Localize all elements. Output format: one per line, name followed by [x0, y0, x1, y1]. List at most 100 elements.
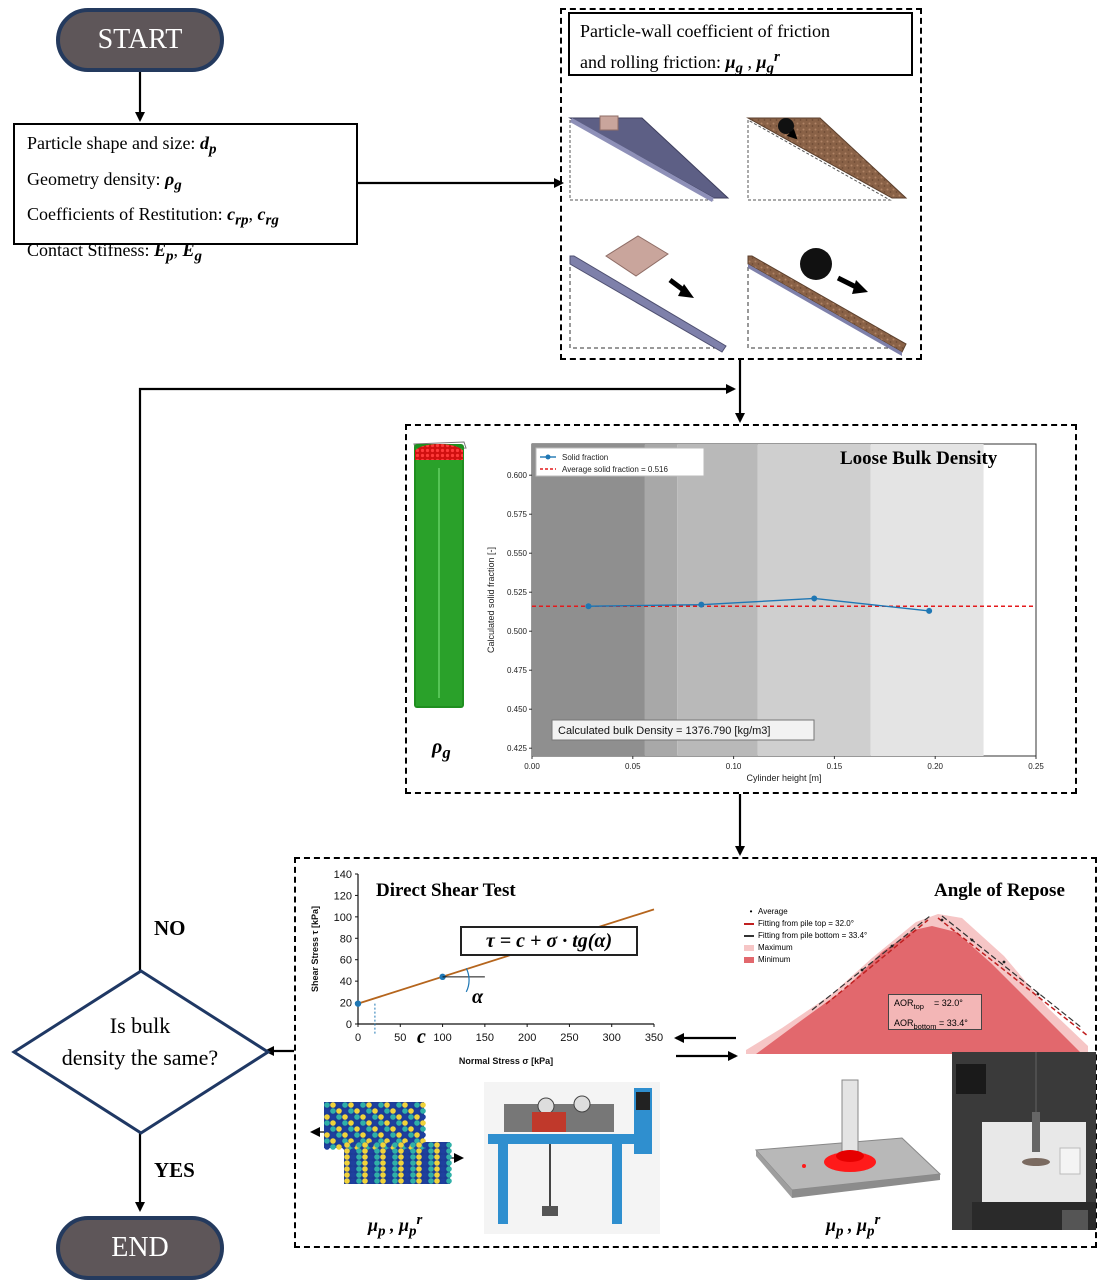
bulk-density-panel	[405, 424, 1077, 794]
shear-x-tick-label: 350	[645, 1032, 663, 1044]
shear-y-tick-label: 140	[334, 869, 352, 881]
particle-shear-simulation	[310, 1102, 464, 1184]
density-data-point	[811, 595, 818, 602]
density-legend-box	[535, 447, 705, 477]
density-y-tick-label: 0.525	[507, 588, 528, 597]
density-y-tick-label: 0.575	[507, 510, 528, 519]
repose-apparatus-photo	[952, 1052, 1096, 1230]
start-terminal: START	[56, 8, 224, 72]
density-title: Loose Bulk Density	[840, 448, 998, 469]
param-geometry-density: Geometry density: ρg	[27, 168, 182, 194]
rho-g-label: ρg	[432, 736, 451, 762]
repose-title: Angle of Repose	[934, 880, 1065, 901]
shear-x-tick-label: 100	[433, 1032, 451, 1044]
shear-equation: τ = c + σ · tg(α)	[485, 930, 613, 952]
legend-fit-top: Fitting from pile top = 32.0°	[744, 918, 867, 930]
legend-maximum: Maximum	[744, 942, 867, 954]
shear-y-axis-label: Shear Stress τ [kPa]	[310, 906, 320, 992]
param-stiffness: Contact Stifness: Ep, Eg	[27, 239, 203, 265]
density-y-tick-label: 0.500	[507, 627, 528, 636]
density-legend-series: Solid fraction	[562, 453, 608, 462]
shear-y-tick-label: 40	[340, 976, 352, 988]
aor-values-box: AORtop = 32.0° AORbottom = 33.4°	[888, 994, 982, 1031]
alpha-label: α	[472, 986, 484, 1008]
shear-apparatus-photo	[484, 1082, 660, 1234]
shear-title: Direct Shear Test	[376, 880, 516, 901]
density-x-axis-label: Cylinder height [m]	[746, 773, 821, 783]
shear-mu-label: μp , μpr	[368, 1212, 423, 1240]
density-annotation-box	[551, 719, 815, 741]
density-shaded-band-2	[677, 444, 758, 756]
end-terminal: END	[56, 1216, 224, 1280]
shear-y-tick-label: 120	[334, 890, 352, 902]
shear-x-tick-label: 50	[394, 1032, 406, 1044]
aor-bottom: AORbottom = 33.4°	[894, 1017, 968, 1031]
density-x-tick-label: 0.00	[524, 762, 540, 771]
density-y-tick-label: 0.475	[507, 666, 528, 675]
density-y-tick-label: 0.425	[507, 744, 528, 753]
aor-top: AORtop = 32.0°	[894, 998, 963, 1011]
density-y-tick-label: 0.450	[507, 705, 528, 714]
repose-pile-simulation	[754, 1079, 942, 1198]
input-parameters-box: Particle shape and size: dp Geometry den…	[13, 123, 358, 264]
density-x-tick-label: 0.15	[827, 762, 843, 771]
density-y-axis-label: Calculated solid fraction [-]	[486, 547, 496, 653]
c-label: c	[417, 1026, 426, 1048]
legend-minimum: Minimum	[744, 954, 867, 966]
repose-pile-chart	[746, 914, 1089, 1054]
arrow-no-loop	[138, 384, 736, 975]
friction-title-line1: Particle-wall coefficient of friction	[580, 21, 831, 41]
repose-legend: •Average Fitting from pile top = 32.0° F…	[744, 906, 867, 966]
friction-illustrations	[568, 115, 908, 356]
density-chart: 0.00 0.05 0.10 0.15 0.20 0.25 0.425 0.450 0.475 0…	[486, 443, 1044, 783]
density-shaded-band-0	[532, 444, 645, 756]
shear-data-point	[354, 1000, 362, 1007]
density-legend-average: Average solid fraction = 0.516	[562, 465, 668, 474]
density-shaded-band-1	[644, 444, 678, 756]
shear-x-tick-label: 200	[518, 1032, 536, 1044]
shear-x-tick-label: 150	[476, 1032, 494, 1044]
friction-title-line2: and rolling friction: μg , μgr	[580, 49, 780, 77]
shear-repose-panel	[294, 857, 1097, 1248]
legend-average: •Average	[749, 907, 788, 916]
end-label: END	[111, 1232, 169, 1263]
shear-y-tick-label: 100	[334, 912, 352, 924]
density-x-tick-label: 0.05	[625, 762, 641, 771]
decision-line1: Is bulk	[109, 1013, 171, 1038]
shear-alpha-arc	[465, 968, 470, 993]
incline-smooth-block-sliding	[569, 235, 727, 353]
param-restitution: Coefficients of Restitution: crp, crg	[27, 204, 279, 229]
density-legend-marker	[545, 454, 551, 460]
density-x-tick-label: 0.20	[927, 762, 943, 771]
decision-text: Is bulk density the same?	[40, 1010, 240, 1074]
decision-diamond-shape	[11, 969, 271, 1135]
shear-x-axis-label: Normal Stress σ [kPa]	[459, 1056, 553, 1066]
incline-smooth-block	[568, 115, 730, 202]
friction-title-box: Particle-wall coefficient of friction an…	[568, 12, 913, 77]
shear-equation-box: τ = c + σ · tg(α)	[460, 926, 638, 956]
density-data-point	[698, 601, 705, 608]
density-data-point	[585, 603, 592, 610]
repose-mu-label: μp , μpr	[826, 1212, 881, 1240]
incline-rough-sphere-rolling	[747, 248, 907, 356]
density-shaded-band-4	[870, 444, 984, 756]
density-y-tick-label: 0.600	[507, 471, 528, 480]
density-x-tick-label: 0.25	[1028, 762, 1044, 771]
shear-y-tick-label: 60	[340, 955, 352, 967]
density-y-tick-label: 0.550	[507, 549, 528, 558]
density-x-tick-label: 0.10	[726, 762, 742, 771]
friction-panel	[560, 8, 922, 360]
density-annotation: Calculated bulk Density = 1376.790 [kg/m…	[558, 725, 771, 737]
shear-x-tick-label: 300	[603, 1032, 621, 1044]
shear-y-tick-label: 0	[346, 1019, 352, 1031]
shear-x-tick-label: 250	[560, 1032, 578, 1044]
no-label: NO	[154, 916, 186, 940]
shear-data-point	[439, 973, 446, 981]
cylinder-illustration	[413, 441, 467, 708]
param-particle-shape: Particle shape and size: dp	[27, 133, 217, 158]
shear-y-tick-label: 20	[340, 998, 352, 1010]
decision-line2: density the same?	[61, 1045, 219, 1070]
density-series-line	[588, 597, 930, 612]
